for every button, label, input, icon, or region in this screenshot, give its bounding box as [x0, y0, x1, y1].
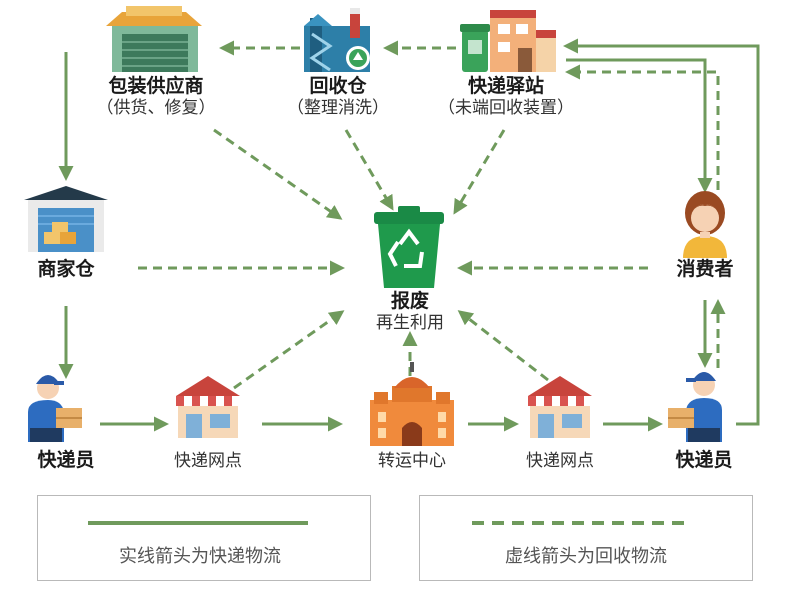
arrow-recycle-to-scrap: [344, 129, 394, 211]
arrow-station-to-consumer: [566, 58, 713, 193]
scrap-label: 报废 再生利用: [376, 291, 444, 332]
consumer-label: 消费者: [676, 259, 733, 281]
recycle-bin-icon: [374, 206, 444, 288]
legend-dashed-label: 虚线箭头为回收物流: [505, 546, 667, 566]
transfer-center-label: 转运中心: [378, 451, 446, 471]
transfer-center-title: 转运中心: [378, 451, 446, 470]
arrow-supplier-to-scrap: [213, 128, 343, 220]
merchant-warehouse-icon: [24, 186, 108, 252]
outlet-right-icon: [528, 376, 592, 438]
outlet-right-title: 快递网点: [526, 451, 594, 470]
express-station-subtitle: （未端回收装置）: [438, 97, 574, 117]
recycle-factory-icon: [304, 8, 370, 72]
recycle-warehouse-subtitle: （整理消洗）: [287, 97, 389, 117]
legend-solid-line: [88, 521, 308, 525]
merchant-warehouse-title: 商家仓: [37, 259, 95, 280]
courier-right-label: 快递员: [675, 450, 732, 472]
outlet-left-icon: [176, 376, 240, 438]
legend-solid-label: 实线箭头为快递物流: [119, 546, 281, 566]
dashed-arrows: [138, 40, 726, 390]
consumer-title: 消费者: [676, 259, 734, 280]
courier-right-icon: [668, 372, 722, 442]
warehouse-green-icon: [106, 6, 202, 72]
arrow-consumer-to-station: [565, 64, 720, 190]
courier-right-title: 快递员: [675, 450, 733, 471]
arrow-station-to-scrap: [453, 129, 506, 215]
legend-dashed: 虚线箭头为回收物流: [419, 495, 753, 581]
solid-arrows: [58, 38, 760, 432]
courier-left-icon: [28, 375, 82, 442]
transfer-center-icon: [370, 362, 454, 446]
courier-left-title: 快递员: [37, 450, 95, 471]
outlet-left-label: 快递网点: [174, 451, 242, 471]
arrow-outlet-right-to-scrap: [457, 310, 549, 382]
outlet-right-label: 快递网点: [526, 451, 594, 471]
outlet-left-title: 快递网点: [174, 451, 242, 470]
scrap-title: 报废: [390, 291, 429, 312]
express-station-label: 快递驿站 （未端回收装置）: [438, 76, 574, 117]
express-station-icon: [460, 10, 556, 72]
recycle-warehouse-label: 回收仓 （整理消洗）: [287, 76, 389, 117]
packaging-supplier-label: 包装供应商 （供货、修复）: [97, 76, 216, 117]
legend-dashed-line: [472, 521, 692, 525]
scrap-subtitle: 再生利用: [376, 312, 444, 332]
legend-solid: 实线箭头为快递物流: [37, 495, 371, 581]
recycle-warehouse-title: 回收仓: [309, 76, 367, 97]
arrow-outlet-to-scrap: [233, 310, 345, 390]
courier-left-label: 快递员: [37, 450, 94, 472]
consumer-avatar-icon: [683, 191, 727, 258]
packaging-supplier-title: 包装供应商: [108, 76, 204, 97]
packaging-supplier-subtitle: （供货、修复）: [96, 97, 216, 117]
merchant-warehouse-label: 商家仓: [37, 259, 94, 281]
express-station-title: 快递驿站: [467, 76, 544, 97]
arrow-courier-to-station: [563, 38, 760, 426]
